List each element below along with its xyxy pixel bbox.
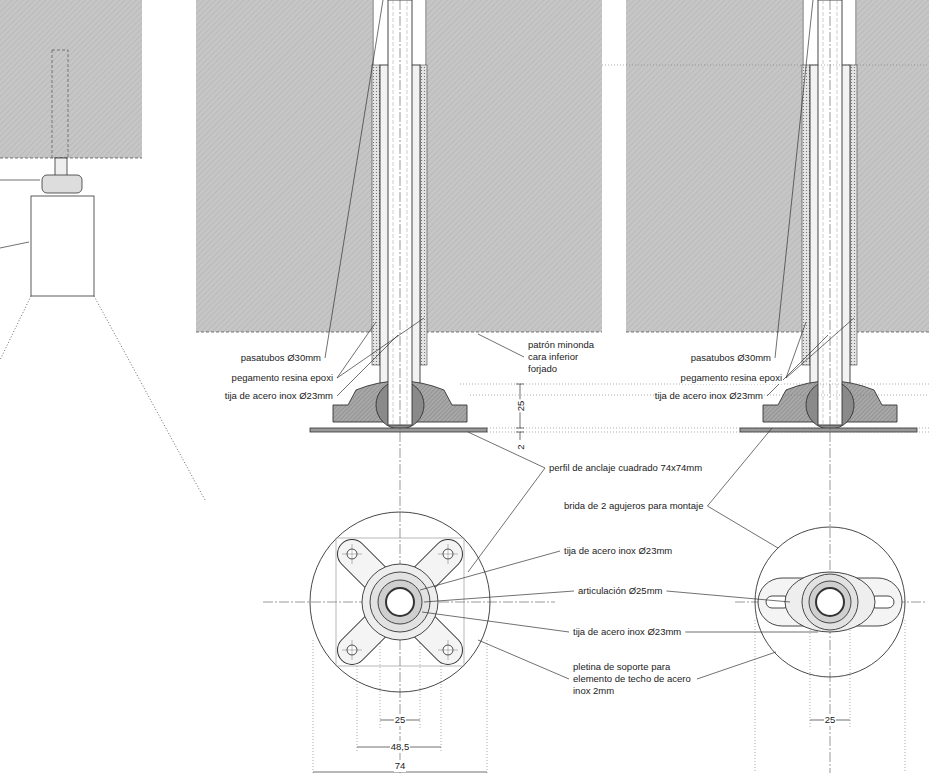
callout-label: tija de acero inox Ø23mm: [572, 626, 682, 638]
leader-line: [775, 0, 813, 358]
callout-label: tija de acero inox Ø23mm: [654, 390, 764, 402]
dimension-value: 25: [824, 714, 837, 726]
leader-line: [337, 322, 376, 378]
plan-view-flange: [785, 572, 875, 632]
extension-lines: [487, 432, 929, 433]
plan-view-square: [386, 588, 414, 616]
plan-view-flange: [816, 588, 844, 616]
plan-view-square: [352, 554, 448, 650]
extension-lines: [420, 640, 421, 728]
plan-view-flange: [758, 578, 902, 626]
extension-lines: [441, 660, 442, 752]
leader-line: [468, 468, 545, 572]
dimension-value: 2: [515, 443, 527, 450]
extension-lines: [850, 630, 851, 728]
extension-lines: [487, 428, 929, 429]
dimension-lines: [516, 432, 524, 433]
leader-line: [685, 632, 818, 633]
center-lines: [830, 0, 831, 773]
plan-view-square: [352, 640, 353, 660]
callout-label: pegamento resina epoxi: [231, 372, 334, 384]
leader-line: [424, 591, 574, 602]
leader-line: [697, 652, 776, 679]
leader-line: [478, 334, 524, 357]
plan-view-square: [352, 554, 448, 650]
plan-view-flange: [755, 527, 905, 677]
left-detail: [42, 175, 82, 193]
dimension-value: 74: [394, 760, 407, 772]
plan-view-flange: [802, 574, 858, 630]
extension-lines: [755, 620, 756, 773]
plan-view-square: [352, 554, 448, 650]
dimension-value: 25: [515, 400, 527, 413]
callout-label: tija de acero inox Ø23mm: [563, 545, 673, 557]
extension-lines: [487, 640, 488, 773]
callout-label: tija de acero inox Ø23mm: [224, 390, 334, 402]
leader-line: [420, 551, 560, 590]
plan-view-square: [448, 544, 449, 564]
left-detail: [52, 50, 68, 158]
extension-lines: [380, 640, 381, 728]
left-detail: [0, 242, 29, 248]
callout-label: pegamento resina epoxi: [680, 372, 783, 384]
plan-view-square: [310, 512, 490, 692]
dimension-value: 48,5: [390, 741, 411, 753]
callout-label: pasatubos Ø30mm: [690, 352, 772, 364]
dimension-lines: [516, 428, 524, 429]
center-lines: [400, 0, 401, 773]
dimension-lines: [313, 384, 850, 772]
leader-line: [337, 318, 424, 378]
callout-label: pasatubos Ø30mm: [240, 352, 322, 364]
leader-line: [666, 591, 790, 602]
extension-lines: [602, 65, 929, 66]
leader-line: [767, 335, 828, 396]
left-detail: [55, 158, 67, 176]
leader-line: [422, 612, 569, 632]
left-detail: [0, 296, 31, 360]
callout-label: perfil de anclaje cuadrado 74x74mm: [548, 462, 703, 474]
left-detail: [0, 0, 205, 500]
plan-view-square: [378, 580, 422, 624]
dimension-lines: [516, 384, 524, 385]
callout-label: patrón minonda cara inferior forjado: [527, 339, 603, 375]
callout-label: pletina de soporte para elemento de tech…: [572, 661, 694, 697]
plan-view-flange: [755, 527, 905, 677]
leader-line: [786, 318, 854, 378]
dimension-lines: [520, 432, 521, 440]
left-detail: [0, 158, 142, 159]
plan-view-square: [448, 640, 449, 660]
leader-line: [468, 432, 545, 468]
plan-view-flange: [809, 581, 851, 623]
plan-view-square: [370, 572, 430, 632]
leader-line: [325, 0, 383, 358]
extension-lines: [905, 620, 906, 773]
extension-lines: [313, 65, 929, 773]
plan-view-square: [352, 554, 448, 650]
callout-label: brida de 2 agujeros para montaje: [563, 500, 704, 512]
plan-view-square: [352, 544, 353, 564]
leader-line: [337, 335, 398, 396]
left-detail: [0, 0, 142, 158]
callout-label: articulación Ø25mm: [577, 585, 663, 597]
center-lines: [263, 0, 925, 773]
plan-view-square: [342, 544, 458, 660]
side-section-a: [196, 0, 602, 432]
extension-lines: [810, 630, 811, 728]
left-detail: [0, 180, 40, 181]
leader-line: [478, 640, 569, 679]
leader-line: [707, 428, 772, 506]
extension-lines: [357, 660, 358, 752]
left-detail: [31, 196, 94, 296]
left-detail: [94, 296, 205, 500]
dimension-value: 25: [394, 714, 407, 726]
plan-view-square: [336, 538, 464, 666]
leader-line: [707, 506, 778, 548]
plan-view-square: [310, 512, 490, 692]
extension-lines: [313, 640, 314, 773]
plan-view-square: [352, 554, 448, 650]
